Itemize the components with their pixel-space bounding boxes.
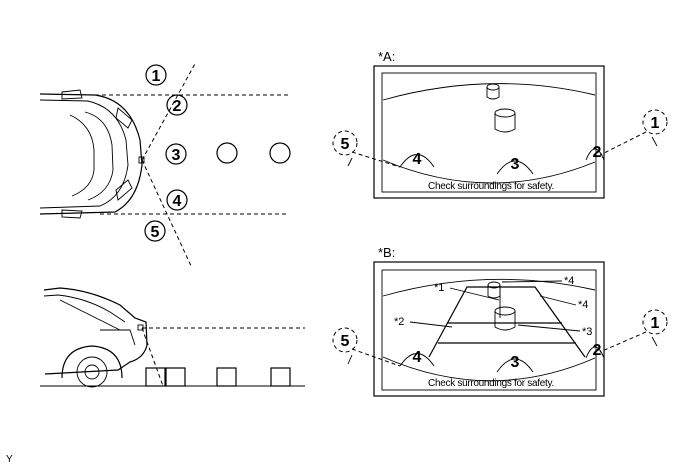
zone-2-label: 2 — [593, 342, 602, 359]
panel-b-label: *B: — [378, 245, 395, 260]
screen-b-marker-5: 5 — [332, 327, 401, 367]
svg-text:5: 5 — [341, 333, 350, 350]
screen-a-marker-5: 5 — [332, 130, 401, 168]
zone-2-label: 2 — [593, 144, 602, 161]
screen-a-marker-1: 1 — [599, 109, 668, 156]
side-view-angle — [141, 327, 164, 387]
svg-text:*3: *3 — [582, 326, 592, 338]
safety-message-a: Check surroundings for safety. — [428, 181, 554, 192]
svg-text:1: 1 — [152, 68, 161, 85]
zone-4-label: 4 — [413, 349, 422, 366]
screen-b: 4 3 2 Check surroundings for safety. — [373, 261, 605, 397]
svg-text:1: 1 — [651, 315, 660, 332]
callout-4-lower: *4 — [539, 295, 588, 311]
cylinder-near — [494, 108, 516, 133]
svg-text:*4: *4 — [564, 275, 574, 287]
obstacle-box — [145, 367, 166, 387]
svg-text:1: 1 — [651, 115, 660, 132]
panel-a-label: *A: — [378, 49, 395, 64]
svg-text:3: 3 — [172, 147, 181, 164]
zone-marker-5: 5 — [144, 220, 166, 242]
vehicle-side-view — [43, 287, 148, 388]
zone-marker-1: 1 — [145, 64, 167, 86]
obstacle-box — [270, 367, 291, 387]
svg-text:*4: *4 — [578, 299, 588, 311]
svg-text:5: 5 — [341, 136, 350, 153]
svg-text:5: 5 — [151, 224, 160, 241]
cylinder-near — [494, 306, 516, 331]
cylinder-far — [487, 281, 501, 299]
obstacle-circle — [269, 142, 291, 164]
svg-text:4: 4 — [173, 193, 182, 210]
screen-b-marker-1: 1 — [599, 309, 668, 353]
zone-3-label: 3 — [511, 156, 520, 173]
zone-4-label: 4 — [413, 151, 422, 168]
svg-text:*2: *2 — [394, 316, 404, 328]
svg-text:2: 2 — [173, 98, 182, 115]
zone-marker-4: 4 — [166, 189, 188, 211]
zone-marker-2: 2 — [166, 94, 188, 116]
obstacle-box — [216, 367, 237, 387]
zone-marker-3: 3 — [165, 143, 187, 165]
vehicle-top-view — [39, 89, 145, 219]
callout-3: *3 — [517, 324, 592, 338]
screen-a: 4 3 2 Check surroundings for safety. — [373, 65, 605, 199]
obstacle-box — [165, 367, 186, 387]
callout-2: *2 — [394, 316, 453, 328]
view-angle-upper — [141, 61, 197, 161]
svg-text:*1: *1 — [434, 282, 444, 294]
figure-code: Y — [6, 454, 13, 465]
callout-4-upper: *4 — [501, 275, 574, 287]
callout-1: *1 — [434, 282, 500, 301]
view-angle-lower — [141, 159, 193, 269]
zone-3-label: 3 — [511, 354, 520, 371]
safety-message-b: Check surroundings for safety. — [428, 378, 554, 389]
cylinder-far — [486, 83, 500, 100]
obstacle-circle — [216, 142, 238, 164]
